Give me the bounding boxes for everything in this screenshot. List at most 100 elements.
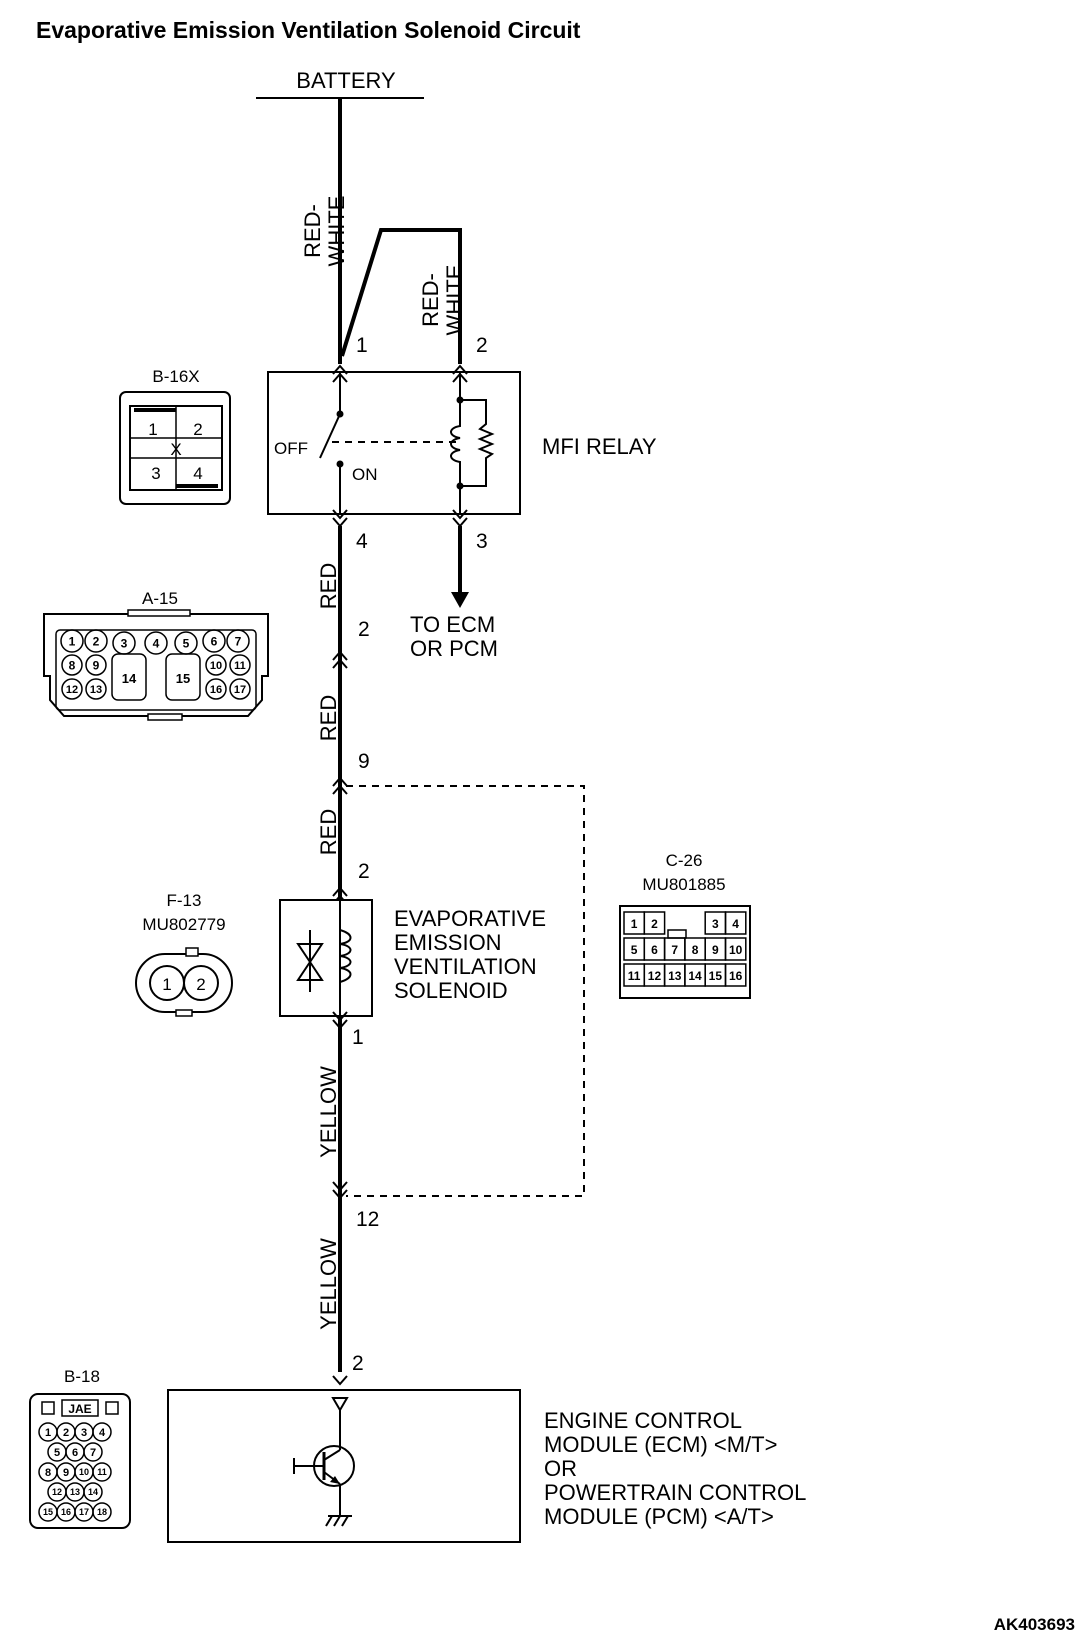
ecm-pin-2: 2 <box>352 1352 364 1375</box>
relay-pin-2: 2 <box>476 334 488 357</box>
connector-pin <box>61 654 83 676</box>
connector-pin-label: 4 <box>732 917 739 931</box>
connector-pin <box>111 653 147 701</box>
connector-pin-label: 13 <box>90 684 102 696</box>
svg-text:RED-: RED- <box>300 204 325 258</box>
svg-text:1: 1 <box>162 975 171 994</box>
connector-pin-label: 17 <box>79 1507 89 1517</box>
connector-pin <box>83 1442 103 1462</box>
connector-pin-label: 15 <box>176 671 190 686</box>
connector-pin <box>92 1462 112 1482</box>
svg-text:RED: RED <box>316 809 341 855</box>
solenoid-box <box>279 899 373 1017</box>
solenoid-label-4: SOLENOID <box>394 978 508 1003</box>
connector-pin-label: 14 <box>88 1487 98 1497</box>
connector-pin <box>724 963 747 987</box>
solenoid-coil <box>339 929 352 983</box>
connector-pin-label: 4 <box>153 636 160 650</box>
transistor-collector <box>323 1449 341 1461</box>
connector-pin-label: 3 <box>81 1427 87 1439</box>
connector-pin-label: 16 <box>210 684 222 696</box>
connector-pin-label: 13 <box>70 1487 80 1497</box>
connector-pin-label: 1 <box>69 634 76 648</box>
connector-pin-label: 5 <box>631 943 638 957</box>
connector-mark <box>332 1181 348 1200</box>
relay-pin-1: 1 <box>356 334 368 357</box>
to-ecm-line2: OR PCM <box>410 636 498 661</box>
connector-pin-label: 16 <box>61 1507 71 1517</box>
wire-label-red-white-2: RED- WHITE <box>418 265 467 336</box>
connector-c26-part: MU801885 <box>642 875 725 894</box>
relay-resistor <box>460 399 495 487</box>
connector-pin-label: 8 <box>45 1467 51 1479</box>
svg-text:2: 2 <box>196 975 205 994</box>
connector-pin-label: 7 <box>671 943 678 957</box>
solenoid-pin-2: 2 <box>358 860 370 883</box>
connector-pin <box>92 1502 112 1522</box>
wire-label-red-2: RED <box>316 695 341 741</box>
connector-mark <box>332 776 348 795</box>
connector-pin <box>205 654 227 676</box>
connector-pin-label: 6 <box>211 634 218 648</box>
connector-pin-label: 9 <box>63 1467 69 1479</box>
relay-coil <box>450 400 461 486</box>
connector-pin-label: 13 <box>668 969 682 983</box>
solenoid-label-1: EVAPORATIVE <box>394 906 546 931</box>
wire-label-yellow-1: YELLOW <box>316 1066 341 1158</box>
connector-pin-label: 6 <box>651 943 658 957</box>
transistor-arrow <box>330 1476 340 1484</box>
solenoid-label-3: VENTILATION <box>394 954 537 979</box>
connector-pin-label: 8 <box>692 943 699 957</box>
solenoid-valve-icon <box>296 943 324 981</box>
connector-pin <box>724 911 747 935</box>
connector-pin-label: 15 <box>709 969 723 983</box>
connector-key <box>667 929 687 939</box>
connector-pin-label: 7 <box>235 634 242 648</box>
connector-pin-label: 1 <box>631 917 638 931</box>
connector-pin-label: 14 <box>122 671 137 686</box>
connector-b16x-label: B-16X <box>152 367 199 386</box>
connector-pin-label: 9 <box>93 658 100 672</box>
svg-text:RED-: RED- <box>418 273 443 327</box>
ecm-label-3: OR <box>544 1456 577 1481</box>
solenoid-pin-1: 1 <box>352 1026 364 1049</box>
connector-f13: F-13 MU802779 1 2 <box>135 891 233 1017</box>
connector-pin-label: 4 <box>99 1427 106 1439</box>
svg-text:WHITE: WHITE <box>324 196 349 267</box>
ecm-label-1: ENGINE CONTROL <box>544 1408 742 1433</box>
connector-pin <box>83 1482 103 1502</box>
svg-text:RED: RED <box>316 563 341 609</box>
svg-text:WHITE: WHITE <box>442 265 467 336</box>
connector-pin <box>724 937 747 961</box>
relay-pin-3: 3 <box>476 530 488 553</box>
connector-pin-label: 10 <box>210 660 222 672</box>
connector-pin-label: 2 <box>93 634 100 648</box>
connector-pin-label: 7 <box>90 1447 96 1459</box>
a15-pin-2: 2 <box>358 618 370 641</box>
connector-pin-label: 5 <box>54 1447 60 1459</box>
connector-pin <box>165 653 201 701</box>
connector-b18-label: B-18 <box>64 1367 100 1386</box>
wire-label-red-3: RED <box>316 809 341 855</box>
connector-pin <box>202 629 226 653</box>
connector-pin <box>60 629 84 653</box>
svg-text:RED: RED <box>316 695 341 741</box>
connector-pin-label: 14 <box>688 969 702 983</box>
connector-pin <box>229 654 251 676</box>
svg-text:4: 4 <box>193 464 202 483</box>
connector-pin <box>205 678 227 700</box>
connector-a15-label: A-15 <box>142 589 178 608</box>
svg-text:YELLOW: YELLOW <box>316 1066 341 1158</box>
c26-connector-outline <box>346 785 585 1197</box>
connector-pin-label: 11 <box>628 969 641 983</box>
c26-pin-9: 9 <box>358 750 370 773</box>
relay-off-label: OFF <box>274 439 308 458</box>
c26-pin-12: 12 <box>356 1208 379 1231</box>
connector-pin-label: 15 <box>43 1507 53 1517</box>
ecm-label-2: MODULE (ECM) <M/T> <box>544 1432 777 1457</box>
connector-pin-label: 17 <box>234 684 246 696</box>
relay-on-label: ON <box>352 465 378 484</box>
